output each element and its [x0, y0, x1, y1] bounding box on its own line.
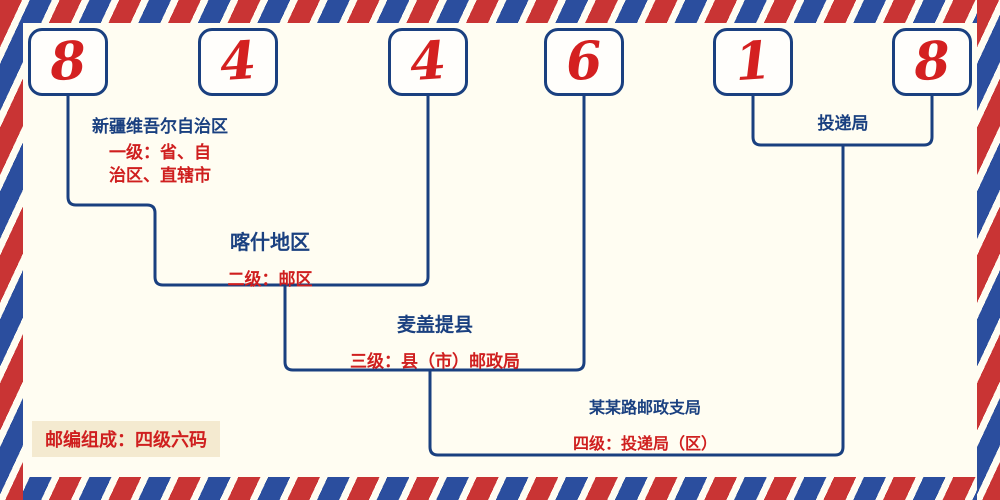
- digit-6: 8: [911, 29, 953, 94]
- level3-label: 麦盖提县 三级：县（市）邮政局: [320, 310, 550, 372]
- digit-box-3: 4: [388, 28, 468, 96]
- digit-4: 6: [563, 29, 605, 94]
- line-delivery-office: [751, 96, 934, 147]
- digit-box-1: 8: [28, 28, 108, 96]
- digit-2: 4: [217, 29, 259, 94]
- level1-name: 新疆维吾尔自治区: [92, 117, 228, 137]
- level3-name: 麦盖提县: [396, 314, 473, 336]
- line-level3: [283, 96, 586, 372]
- airmail-stripes: [977, 0, 1000, 500]
- envelope-border-right: [977, 0, 1000, 500]
- delivery-office-label: 投递局: [783, 109, 903, 134]
- airmail-stripes: [0, 0, 23, 500]
- level4-desc: 四级：投递局（区）: [572, 434, 717, 453]
- digit-3: 4: [407, 29, 449, 94]
- level4-label: 某某路邮政支局 四级：投递局（区）: [530, 394, 760, 454]
- digit-box-5: 1: [713, 28, 793, 96]
- envelope-border-top: [0, 0, 1000, 23]
- delivery-office-name: 投递局: [817, 114, 869, 134]
- digit-box-6: 8: [892, 28, 972, 96]
- envelope-border-bottom: [0, 477, 1000, 500]
- airmail-stripes: [0, 477, 1000, 500]
- digit-box-4: 6: [544, 28, 624, 96]
- line-level1-level2: [66, 96, 430, 287]
- envelope-border-left: [0, 0, 23, 500]
- airmail-stripes: [0, 0, 1000, 23]
- level2-name: 喀什地区: [230, 230, 310, 254]
- level4-name: 某某路邮政支局: [588, 398, 701, 417]
- digit-1: 8: [47, 29, 89, 94]
- composition-badge: 邮编组成：四级六码: [32, 421, 220, 457]
- level3-desc: 三级：县（市）邮政局: [350, 352, 520, 372]
- level1-desc: 一级：省、自 治区、直辖市: [109, 143, 211, 186]
- digit-box-2: 4: [198, 28, 278, 96]
- line-level4: [428, 145, 845, 457]
- digit-5: 1: [732, 29, 774, 94]
- level2-label: 喀什地区 二级：邮区: [170, 226, 370, 290]
- level1-label: 新疆维吾尔自治区 一级：省、自 治区、直辖市: [60, 112, 260, 188]
- level2-desc: 二级：邮区: [227, 270, 313, 290]
